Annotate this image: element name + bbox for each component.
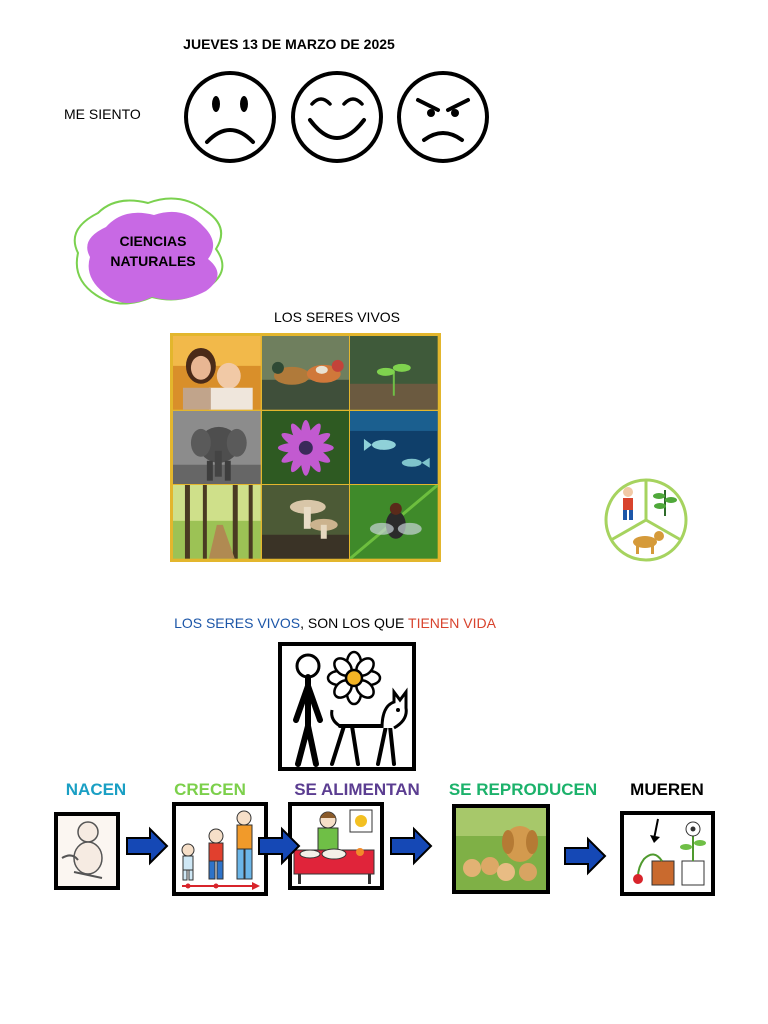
elephant-photo [173, 410, 261, 485]
collage-title: LOS SERES VIVOS [273, 309, 401, 325]
sad-face-icon[interactable] [183, 70, 277, 164]
purple-flower-photo [261, 410, 350, 485]
death-pictogram [620, 811, 715, 896]
puppies-photo [452, 804, 550, 894]
living-things-pictogram [278, 642, 416, 771]
definition-sentence: LOS SERES VIVOS, SON LOS QUE TIENEN VIDA [0, 615, 670, 631]
feeling-label: ME SIENTO [64, 106, 141, 122]
living-beings-icon [604, 478, 688, 562]
growth-pictogram [172, 802, 268, 896]
birth-pictogram [54, 812, 120, 890]
arrow-right-icon [564, 836, 607, 876]
arrow-right-icon [390, 826, 433, 866]
seedling-photo [350, 336, 438, 410]
happy-face-icon[interactable] [290, 70, 384, 164]
living-beings-collage [170, 333, 441, 562]
stage-label-crecen: CRECEN [174, 780, 246, 799]
subject-line-2: NATURALES [110, 253, 196, 269]
stage-label-mueren: MUEREN [630, 780, 704, 799]
subject-cloud-shape [73, 197, 224, 305]
sentence-highlight: TIENEN VIDA [408, 615, 496, 631]
stage-label-se-alimentan: SE ALIMENTAN [294, 780, 420, 799]
angry-face-icon[interactable] [396, 70, 490, 164]
arrow-right-icon [126, 826, 169, 866]
fish-underwater-photo [350, 410, 438, 485]
feeding-pictogram [288, 802, 384, 890]
mandarin-duck-photo [261, 336, 350, 410]
sentence-subject: LOS SERES VIVOS [174, 615, 301, 631]
stage-label-nacen: NACEN [65, 780, 127, 799]
subject-line-1: CIENCIAS [119, 233, 187, 249]
mushrooms-photo [261, 485, 350, 559]
date-heading: JUEVES 13 DE MARZO DE 2025 [183, 36, 395, 52]
arrow-right-icon [258, 826, 301, 866]
stage-label-se-reproducen: SE REPRODUCEN [448, 780, 598, 799]
fly-on-leaf-photo [350, 485, 438, 559]
forest-path-photo [173, 485, 261, 559]
sentence-middle: , SON LOS QUE [300, 615, 409, 631]
subject-label: CIENCIAS NATURALES [88, 231, 218, 271]
mother-baby-photo [173, 336, 261, 410]
